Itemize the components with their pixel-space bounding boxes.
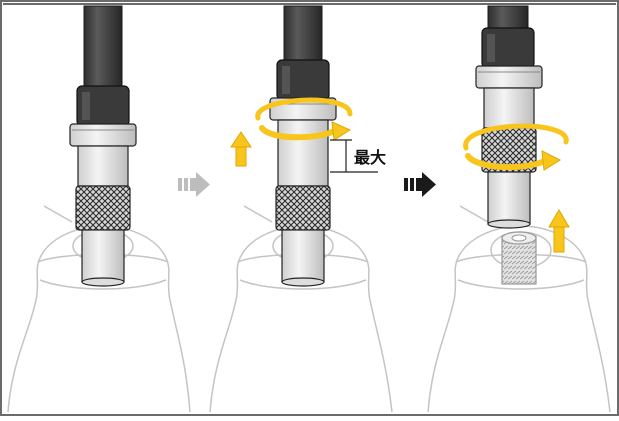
max-label: 最大 bbox=[354, 148, 386, 167]
next-step-arrow-icon-2 bbox=[404, 172, 436, 197]
rotate-arrow-icon bbox=[463, 123, 569, 171]
knurled-coupling-nut-icon bbox=[75, 185, 131, 231]
hose-icon bbox=[487, 5, 529, 31]
coupling-ring bbox=[69, 123, 137, 147]
next-step-arrow-icon-1 bbox=[178, 172, 210, 197]
hose-icon bbox=[283, 5, 323, 63]
lift-arrow-icon bbox=[230, 131, 252, 167]
step-1-panel bbox=[7, 5, 191, 413]
max-dimension-bracket bbox=[330, 139, 378, 173]
rotate-arrow-icon bbox=[255, 97, 353, 141]
step-2-panel: 最大 bbox=[209, 5, 393, 413]
step-3-panel bbox=[427, 5, 611, 413]
hose-icon bbox=[83, 5, 123, 89]
coupling-ring bbox=[475, 65, 543, 89]
lift-arrow-icon bbox=[548, 209, 570, 253]
threaded-spout-icon bbox=[501, 231, 537, 285]
knurled-coupling-nut-icon bbox=[275, 185, 331, 231]
